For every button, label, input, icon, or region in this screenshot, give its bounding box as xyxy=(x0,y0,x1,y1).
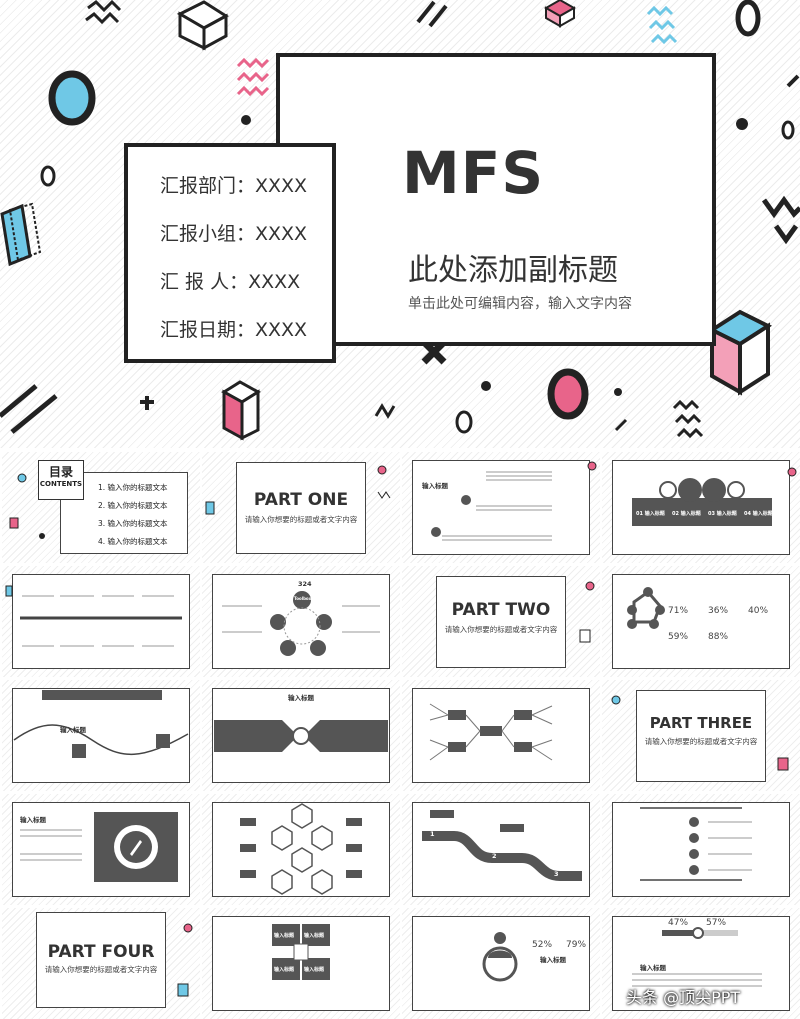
part-one-subtitle: 请输入你想要的标题或者文字内容 xyxy=(244,515,358,524)
slide-label: 输入标题 xyxy=(60,726,86,734)
bar-label: 01 输入标题 xyxy=(636,511,665,517)
subtitle: 此处添加副标题 xyxy=(408,253,618,288)
toc-title-cn: 目录 xyxy=(48,465,73,479)
bar-label: 03 输入标题 xyxy=(708,511,737,517)
slide-thumb-progress[interactable]: 47% 57% 输入标题 xyxy=(602,908,800,1019)
slide-thumb-person-percent[interactable]: 52% 79% 输入标题 xyxy=(402,908,600,1019)
percent-value: 57% xyxy=(706,918,727,928)
title-box: MFS 此处添加副标题 单击此处可编辑内容，输入文字内容 xyxy=(276,53,716,346)
slide-thumb-contents[interactable]: 目录 CONTENTS 1. 输入你的标题文本 2. 输入你的标题文本 3. 输… xyxy=(2,452,200,563)
part-four-title: PART FOUR xyxy=(47,942,155,962)
bar-label: 02 输入标题 xyxy=(672,511,701,517)
info-date: 汇报日期：XXXX xyxy=(160,319,308,341)
info-department: 汇报部门：XXXX xyxy=(160,175,308,197)
percent-value: 71% xyxy=(668,606,689,616)
blue-ring-shape xyxy=(48,70,96,126)
slide-thumb-list[interactable]: 输入标题 xyxy=(402,452,600,563)
toolbox-label: Toolbox xyxy=(294,596,312,601)
slide-thumb-hexagons[interactable] xyxy=(202,794,400,905)
part-three-title: PART THREE xyxy=(649,714,753,732)
slide-thumb-part-four[interactable]: PART FOUR 请输入你想要的标题或者文字内容 xyxy=(2,908,200,1019)
slide-thumb-road[interactable]: 1 2 3 xyxy=(402,794,600,905)
bar-label: 04 输入标题 xyxy=(744,511,773,517)
memphis-decorations xyxy=(0,0,800,441)
slide-thumb-wave[interactable]: 输入标题 xyxy=(2,680,200,791)
part-four-subtitle: 请输入你想要的标题或者文字内容 xyxy=(44,965,158,974)
slide-thumb-part-two[interactable]: PART TWO 请输入你想要的标题或者文字内容 xyxy=(402,566,600,677)
info-group: 汇报小组：XXXX xyxy=(160,223,308,245)
count-label: 324 xyxy=(298,580,312,588)
slide-thumb-quad[interactable]: 输入标题 输入标题 输入标题 输入标题 xyxy=(202,908,400,1019)
cube-shape xyxy=(176,0,229,51)
slide-thumb-toolbox[interactable]: 324 Toolbox xyxy=(202,566,400,677)
step-number: 1 xyxy=(430,830,435,838)
toc-item: 4. 输入你的标题文本 xyxy=(98,537,168,546)
part-two-subtitle: 请输入你想要的标题或者文字内容 xyxy=(444,625,558,634)
quad-label: 输入标题 xyxy=(304,967,325,973)
quad-label: 输入标题 xyxy=(304,933,325,939)
cube-shape xyxy=(221,380,261,441)
percent-value: 88% xyxy=(708,632,729,642)
slide-label: 输入标题 xyxy=(288,694,314,702)
slide-thumb-percent[interactable]: 71% 36% 40% 59% 88% xyxy=(602,566,800,677)
slide-thumb-bowtie[interactable]: 输入标题 xyxy=(202,680,400,791)
cube-shape xyxy=(543,0,577,28)
info-box: 汇报部门：XXXX 汇报小组：XXXX 汇 报 人：XXXX 汇报日期：XXXX xyxy=(124,143,336,363)
slide-thumb-timeline[interactable] xyxy=(2,566,200,677)
cube-shape xyxy=(707,309,773,396)
step-number: 2 xyxy=(492,852,497,860)
slide-thumb-part-one[interactable]: PART ONE 请输入你想要的标题或者文字内容 xyxy=(202,452,400,563)
squiggle-shape xyxy=(87,0,122,13)
slide-thumb-icon-timeline[interactable] xyxy=(602,794,800,905)
percent-value: 79% xyxy=(566,940,587,950)
part-two-title: PART TWO xyxy=(451,600,551,620)
quad-label: 输入标题 xyxy=(274,967,295,973)
slide-thumb-tree[interactable] xyxy=(402,680,600,791)
slide-thumbnail-grid: 目录 CONTENTS 1. 输入你的标题文本 2. 输入你的标题文本 3. 输… xyxy=(0,448,800,1019)
percent-value: 47% xyxy=(668,918,689,928)
part-three-subtitle: 请输入你想要的标题或者文字内容 xyxy=(644,737,758,746)
step-number: 3 xyxy=(554,870,559,878)
part-one-title: PART ONE xyxy=(253,490,349,510)
slide-thumb-part-three[interactable]: PART THREE 请输入你想要的标题或者文字内容 xyxy=(602,680,800,791)
slide-label: 输入标题 xyxy=(640,964,666,972)
slide-thumb-icon-bars[interactable]: 01 输入标题 02 输入标题 03 输入标题 04 输入标题 xyxy=(602,452,800,563)
main-title: MFS xyxy=(402,139,545,207)
slide-thumb-compass[interactable]: 输入标题 xyxy=(2,794,200,905)
percent-value: 40% xyxy=(748,606,769,616)
percent-value: 59% xyxy=(668,632,689,642)
squiggle-shape xyxy=(85,11,120,25)
toc-title-box: 目录 CONTENTS xyxy=(38,460,84,500)
cover-slide: MFS 此处添加副标题 单击此处可编辑内容，输入文字内容 汇报部门：XXXX 汇… xyxy=(0,0,800,448)
toc-item: 1. 输入你的标题文本 xyxy=(98,483,168,492)
tile-shape xyxy=(0,202,42,267)
percent-value: 36% xyxy=(708,606,729,616)
info-reporter: 汇 报 人：XXXX xyxy=(160,271,301,293)
slide-label: 输入标题 xyxy=(422,482,448,490)
percent-value: 52% xyxy=(532,940,553,950)
subtitle-description: 单击此处可编辑内容，输入文字内容 xyxy=(408,296,632,312)
slide-label: 输入标题 xyxy=(20,816,46,824)
quad-label: 输入标题 xyxy=(274,933,295,939)
toc-item: 3. 输入你的标题文本 xyxy=(98,519,168,528)
toc-title-en: CONTENTS xyxy=(39,480,83,488)
toc-item: 2. 输入你的标题文本 xyxy=(98,501,168,510)
watermark: 头条 @顶尖PPT xyxy=(626,988,741,1007)
slide-label: 输入标题 xyxy=(540,956,566,964)
ring-shape xyxy=(40,165,56,187)
